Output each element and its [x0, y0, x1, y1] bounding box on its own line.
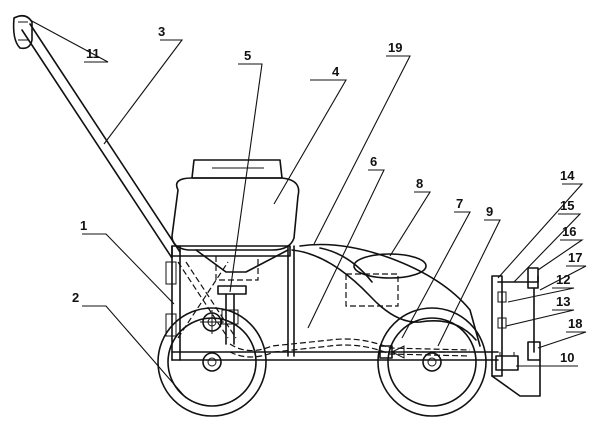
- callout-labels: 1 2 3 4 5 6 7 8 9 10 11 12 13 14 15 16 1…: [72, 24, 582, 365]
- metering-shaft: [217, 285, 247, 345]
- callout-2: 2: [72, 290, 79, 305]
- spray-unit: [491, 267, 541, 397]
- main-frame: [165, 245, 499, 361]
- rear-wheel: [377, 307, 487, 417]
- callout-13: 13: [556, 294, 570, 309]
- callout-3: 3: [158, 24, 165, 39]
- leader-lines: [29, 19, 587, 399]
- callout-19: 19: [388, 40, 402, 55]
- callout-8: 8: [416, 176, 423, 191]
- push-handle: [12, 14, 181, 259]
- callout-15: 15: [560, 198, 574, 213]
- control-box: [345, 253, 427, 307]
- delivery-pipe: [229, 338, 471, 358]
- callout-9: 9: [486, 204, 493, 219]
- callout-17: 17: [568, 250, 582, 265]
- callout-12: 12: [556, 272, 570, 287]
- callout-11: 11: [86, 46, 100, 61]
- callout-18: 18: [568, 316, 582, 331]
- callout-14: 14: [560, 168, 575, 183]
- callout-1: 1: [80, 218, 87, 233]
- callout-5: 5: [244, 48, 251, 63]
- hopper-tank: [171, 159, 300, 273]
- callout-4: 4: [332, 64, 340, 79]
- callout-10: 10: [560, 350, 574, 365]
- front-wheel: [157, 307, 267, 417]
- drive-sprocket: [200, 310, 224, 334]
- callout-6: 6: [370, 154, 377, 169]
- rear-cover: [291, 243, 481, 347]
- callout-16: 16: [562, 224, 576, 239]
- valve-assembly: [379, 345, 448, 359]
- callout-7: 7: [456, 196, 463, 211]
